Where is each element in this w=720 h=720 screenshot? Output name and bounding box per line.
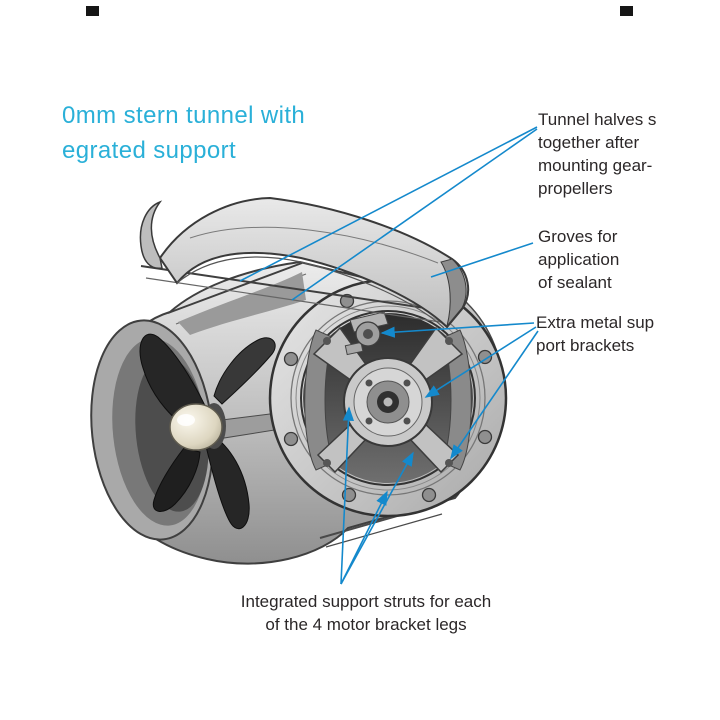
title-line-1: 0mm stern tunnel with	[62, 102, 306, 129]
note-line: of the 4 motor bracket legs	[265, 615, 467, 634]
note-line: Groves for	[538, 227, 618, 246]
diagram-title: 0mm stern tunnel with egrated support	[62, 98, 305, 168]
note-line: application	[538, 250, 620, 269]
leader-tunnel-halves-1	[239, 126, 538, 282]
sealant-groove	[295, 305, 481, 491]
note-line: Tunnel halves s	[538, 110, 657, 129]
note-line: Extra metal sup	[536, 313, 655, 332]
motor-bracket	[312, 311, 464, 474]
title-line-2: egrated support	[62, 137, 237, 164]
note-line: together after	[538, 133, 640, 152]
note-line: of sealant	[538, 273, 612, 292]
leader-bracket-2	[424, 326, 537, 398]
note-line: Integrated support struts for each	[240, 592, 492, 611]
note-line: port brackets	[536, 336, 635, 355]
crop-mark	[86, 6, 99, 16]
annotation-support-brackets: Extra metal sup port brackets	[536, 311, 654, 357]
annotation-sealant-grooves: Groves for application of sealant	[538, 225, 619, 294]
leader-tunnel-halves-2	[291, 128, 538, 301]
leader-lines	[239, 126, 539, 585]
note-line: mounting gear-	[538, 156, 653, 175]
note-line: propellers	[538, 179, 613, 198]
annotation-support-struts: Integrated support struts for each of th…	[230, 590, 502, 636]
annotation-tunnel-halves: Tunnel halves s together after mounting …	[538, 108, 656, 200]
leader-grooves	[430, 242, 534, 278]
crop-mark	[620, 6, 633, 16]
leader-bracket-3	[450, 330, 539, 460]
sealant-groove	[290, 300, 486, 496]
leader-bracket-1	[380, 322, 535, 338]
propeller-hub	[169, 403, 223, 451]
leader-strut-3	[340, 451, 414, 585]
leader-strut-1	[340, 406, 355, 585]
metal-support-bracket	[344, 341, 364, 356]
